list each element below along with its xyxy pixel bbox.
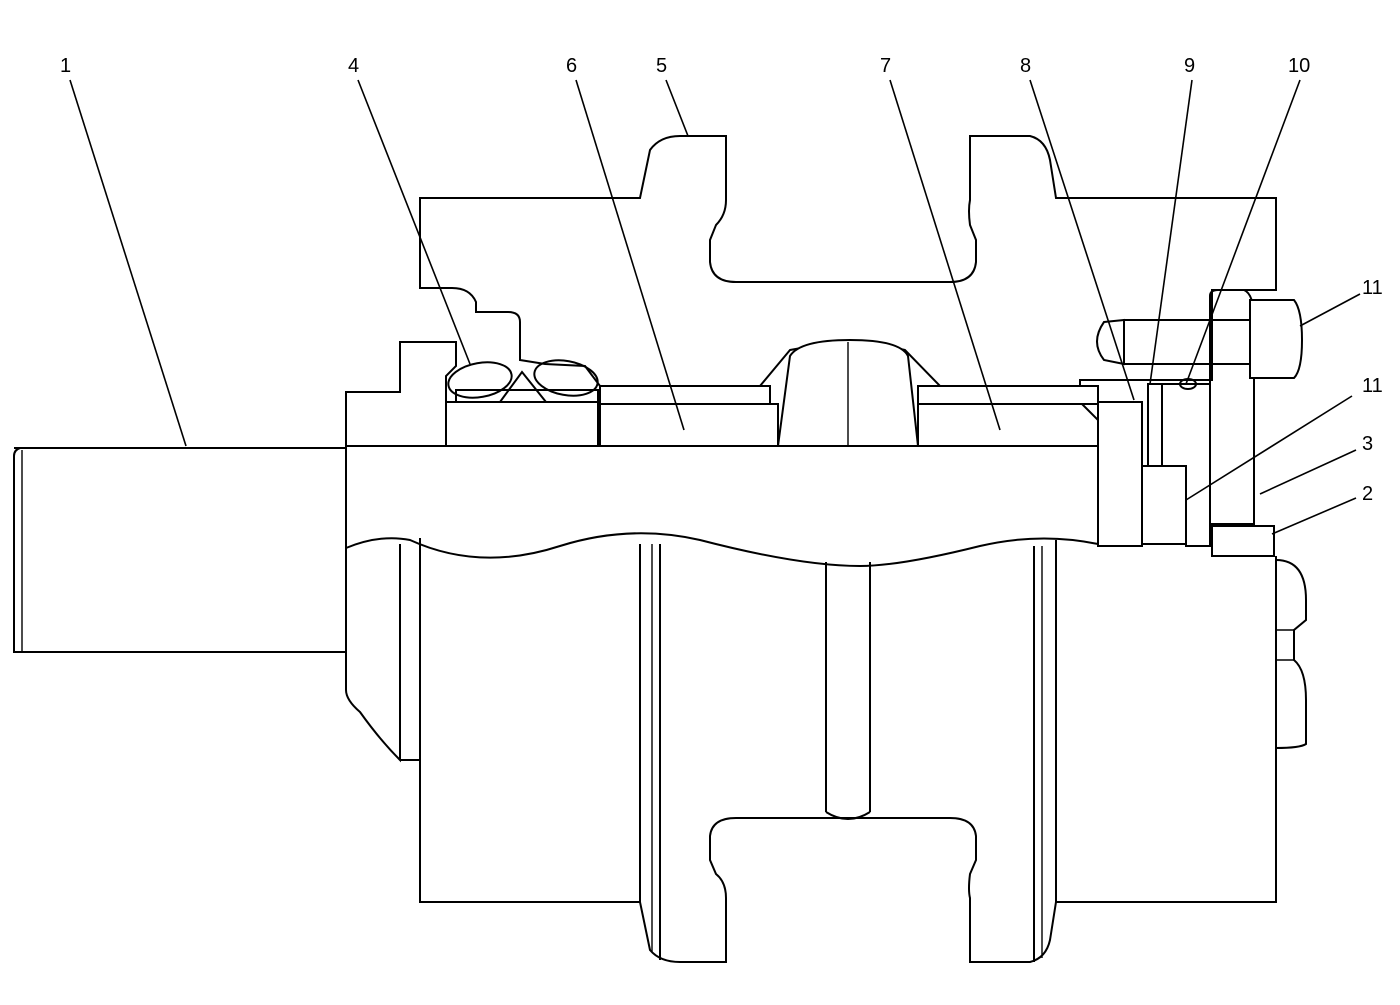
leader-5 <box>665 79 689 137</box>
seal-housing <box>445 370 599 447</box>
callout-5: 5 <box>656 55 667 77</box>
callout-1: 1 <box>60 55 71 77</box>
callout-7: 7 <box>880 55 891 77</box>
leader-4 <box>357 79 471 365</box>
callout-6: 6 <box>566 55 577 77</box>
leader-1 <box>69 79 187 447</box>
roller-shell-section <box>419 135 1277 387</box>
leader-3 <box>1259 449 1357 495</box>
shaft <box>13 445 1099 653</box>
callout-4: 4 <box>348 55 359 77</box>
callout-3: 3 <box>1362 433 1373 455</box>
bushing-7 <box>917 385 1099 447</box>
leader-lines <box>69 79 1361 535</box>
leader-10 <box>1185 79 1301 385</box>
leader-11b <box>1185 395 1353 501</box>
cap-bolt-top <box>1096 299 1304 379</box>
roller-outer-view <box>345 538 1307 963</box>
leader-11a <box>1299 293 1361 327</box>
leader-8 <box>1029 79 1135 401</box>
callout-9: 9 <box>1184 55 1195 77</box>
callout-8: 8 <box>1020 55 1031 77</box>
leader-6 <box>575 79 685 431</box>
leader-2 <box>1271 497 1357 535</box>
cap-bolt-bottom <box>1211 525 1275 557</box>
bushing-6 <box>599 385 779 447</box>
callout-2: 2 <box>1362 483 1373 505</box>
center-boss <box>776 338 920 447</box>
leader-7 <box>889 79 1001 431</box>
left-collar <box>345 341 457 447</box>
callout-11-upper: 11 <box>1362 277 1383 299</box>
callout-11-lower: 11 <box>1362 375 1383 397</box>
callout-labels: 1 4 6 5 7 8 9 10 11 11 3 2 <box>60 55 1383 505</box>
leader-9 <box>1149 79 1193 385</box>
seal-rings <box>447 359 599 399</box>
callout-10: 10 <box>1288 55 1310 77</box>
